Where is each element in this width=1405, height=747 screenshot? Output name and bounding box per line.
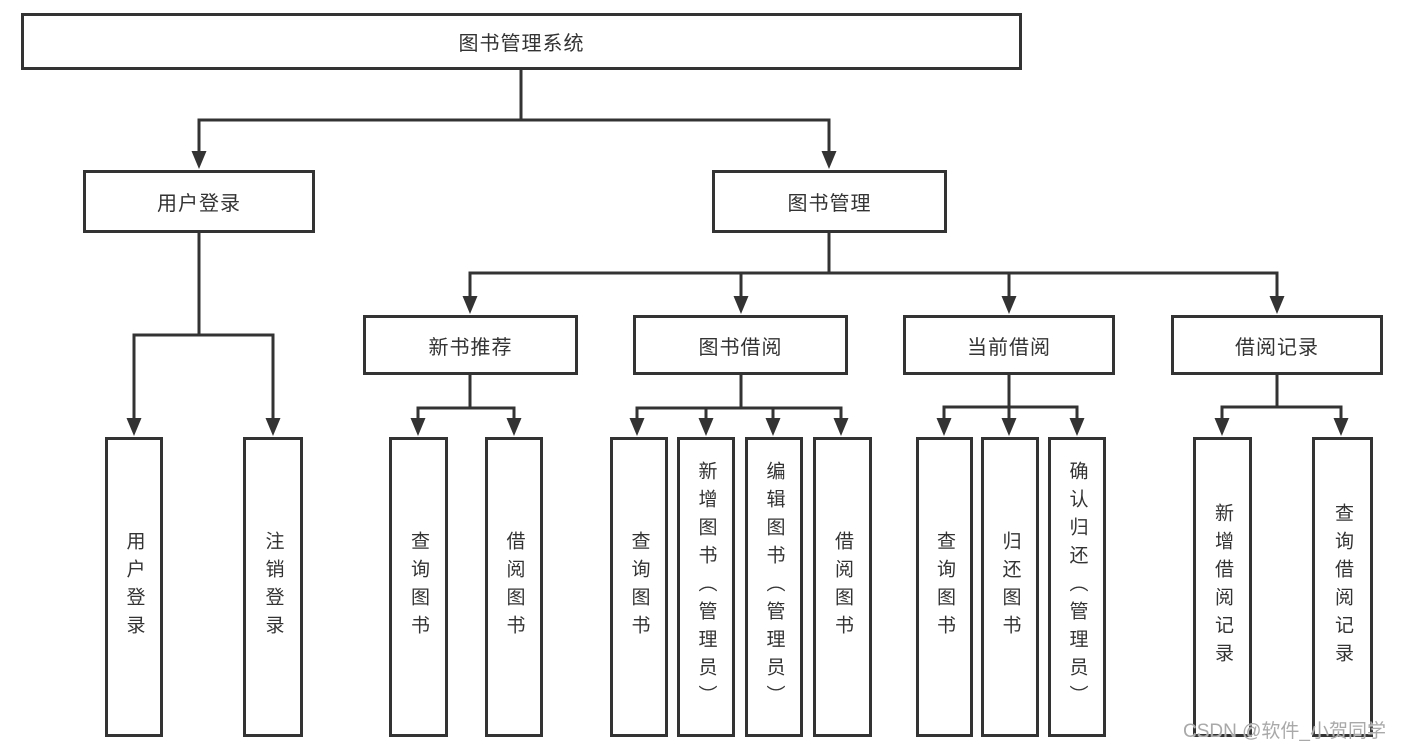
node-book-borrowing: 图书借阅 xyxy=(633,315,848,375)
leaf-label: 编辑图书（管理员） xyxy=(763,461,785,713)
leaf-add-books-admin: 新增图书（管理员） xyxy=(677,437,735,737)
leaf-label: 借阅图书 xyxy=(503,531,525,643)
node-label: 当前借阅 xyxy=(967,336,1051,359)
leaf-confirm-return-admin: 确认归还（管理员） xyxy=(1048,437,1106,737)
node-label: 图书管理 xyxy=(787,193,872,215)
leaf-label: 查询图书 xyxy=(628,531,650,643)
node-label: 借阅记录 xyxy=(1235,336,1319,359)
leaf-label: 用户登录 xyxy=(123,531,145,643)
leaf-user-login: 用户登录 xyxy=(105,437,163,737)
node-label: 图书借阅 xyxy=(698,336,783,359)
leaf-label: 查询图书 xyxy=(934,531,955,643)
leaf-label: 确认归还（管理员） xyxy=(1066,461,1088,713)
node-label: 图书管理系统 xyxy=(458,33,585,55)
leaf-query-borrow-record: 查询借阅记录 xyxy=(1312,437,1373,737)
leaf-label: 查询图书 xyxy=(408,531,429,643)
leaf-label: 归还图书 xyxy=(999,531,1021,643)
node-library-management-system: 图书管理系统 xyxy=(21,13,1022,70)
leaf-label: 新增图书（管理员） xyxy=(695,461,717,713)
leaf-logout: 注销登录 xyxy=(243,437,303,737)
node-book-management-module: 图书管理 xyxy=(712,170,947,233)
arrowheads xyxy=(126,151,1349,436)
leaf-edit-books-admin: 编辑图书（管理员） xyxy=(745,437,803,737)
leaf-return-books: 归还图书 xyxy=(981,437,1039,737)
leaf-label: 注销登录 xyxy=(262,531,284,643)
node-label: 用户登录 xyxy=(157,193,241,215)
node-label: 新书推荐 xyxy=(428,336,513,359)
leaf-label: 新增借阅记录 xyxy=(1212,503,1233,671)
leaf-add-borrow-record: 新增借阅记录 xyxy=(1193,437,1252,737)
csdn-watermark: CSDN @软件_小贺同学 xyxy=(1183,721,1386,742)
node-borrowing-records: 借阅记录 xyxy=(1171,315,1383,375)
leaf-query-books-current: 查询图书 xyxy=(916,437,973,737)
leaf-query-books-borrowing: 查询图书 xyxy=(610,437,668,737)
node-new-book-recommendation: 新书推荐 xyxy=(363,315,578,375)
leaf-label: 借阅图书 xyxy=(832,531,853,643)
node-current-borrowing: 当前借阅 xyxy=(903,315,1115,375)
leaf-label: 查询借阅记录 xyxy=(1332,503,1353,671)
leaf-query-books-recommend: 查询图书 xyxy=(389,437,448,737)
leaf-borrow-books: 借阅图书 xyxy=(813,437,872,737)
node-user-login-module: 用户登录 xyxy=(83,170,315,233)
leaf-borrow-books-recommend: 借阅图书 xyxy=(485,437,543,737)
